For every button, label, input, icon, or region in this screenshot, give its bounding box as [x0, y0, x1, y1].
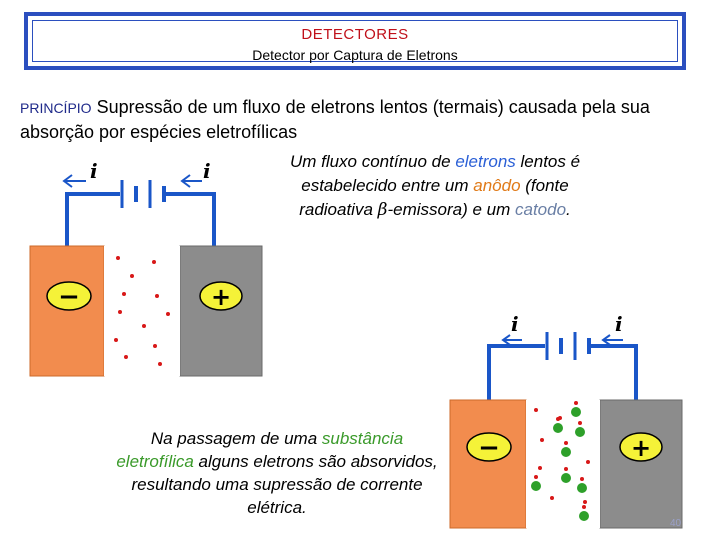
- capture-wire-right: [590, 344, 638, 400]
- desc1-part4: -emissora) e um: [387, 200, 515, 219]
- capture-minus-badge: −: [466, 432, 512, 463]
- principle-body: Supressão de um fluxo de eletrons lentos…: [20, 97, 650, 142]
- capture-gap: [526, 400, 600, 528]
- capture-current-arrow-left: [501, 334, 522, 346]
- molecule: [571, 401, 581, 417]
- principle-text: PRINCÍPIO Supressão de um fluxo de eletr…: [20, 95, 710, 144]
- desc1-part1: Um fluxo contínuo de: [289, 152, 456, 171]
- electron: [153, 344, 157, 348]
- capture-circuit: [487, 332, 638, 400]
- title-box: DETECTORES Detector por Captura de Eletr…: [24, 12, 686, 70]
- page-title: DETECTORES: [301, 26, 409, 43]
- desc1-electrons: eletrons: [455, 152, 516, 171]
- flow-current-arrow-right: [180, 174, 202, 188]
- capture-cathode-plate: [449, 399, 527, 529]
- title-inner-border: [32, 20, 678, 62]
- capture-current-label-left: i: [511, 312, 519, 336]
- anode-plus-badge: +: [199, 281, 243, 311]
- cathode-plate: [29, 245, 105, 377]
- molecule: [561, 441, 571, 457]
- electron: [540, 438, 544, 442]
- flow-circuit: [65, 180, 216, 246]
- electron: [586, 460, 590, 464]
- desc1-part5: .: [566, 200, 571, 219]
- plus-sign: +: [631, 434, 651, 462]
- electron: [550, 496, 554, 500]
- minus-sign: −: [478, 433, 500, 463]
- electron: [538, 466, 542, 470]
- desc2-part1: Na passagem de uma: [150, 429, 322, 448]
- electron: [130, 274, 134, 278]
- desc1-part2: lentos é estabelecido entre um: [301, 152, 581, 195]
- desc1-anode: anôdo: [473, 176, 521, 195]
- electron: [166, 312, 170, 316]
- electron: [114, 338, 118, 342]
- electron: [534, 408, 538, 412]
- flow-current-arrow-left: [62, 174, 86, 188]
- description-suppression: Na passagem de uma substância eletrofíli…: [112, 427, 442, 519]
- page-number: 40: [670, 518, 682, 529]
- desc1-part3: (fonte radioativa: [299, 176, 569, 219]
- molecule: [577, 477, 587, 493]
- desc1-cathode: catodo: [515, 200, 567, 219]
- page-subtitle: Detector por Captura de Eletrons: [252, 47, 458, 63]
- anode-plate: [179, 245, 263, 377]
- molecule: [575, 421, 585, 437]
- description-continuous-flow: Um fluxo contínuo de eletrons lentos é e…: [270, 150, 600, 222]
- molecule: [561, 467, 571, 483]
- flow-current-label-left: i: [90, 159, 98, 183]
- desc2-part2: alguns eletrons são absorvidos, resultan…: [131, 452, 438, 517]
- plus-sign: +: [211, 283, 231, 311]
- molecule: [579, 505, 589, 521]
- electron: [152, 260, 156, 264]
- electron: [583, 500, 587, 504]
- capture-current-label-right: i: [615, 312, 623, 336]
- molecule: [531, 475, 541, 491]
- electron: [142, 324, 146, 328]
- capture-current-arrow-right: [601, 334, 623, 346]
- cathode-minus-badge: −: [46, 281, 92, 312]
- desc1-beta: β: [377, 200, 388, 220]
- electron-particles-capture: [534, 408, 590, 504]
- flow-current-label-right: i: [203, 159, 211, 183]
- capture-plus-badge: +: [619, 432, 663, 462]
- capture-wire-left: [487, 344, 545, 400]
- electron: [122, 292, 126, 296]
- desc2-substance: substância eletrofílica: [116, 429, 404, 471]
- electron: [155, 294, 159, 298]
- principle-label: PRINCÍPIO: [20, 100, 92, 116]
- circuit-wire-left: [65, 192, 120, 246]
- circuit-wire-right: [166, 192, 216, 246]
- electron: [118, 310, 122, 314]
- electrophilic-molecules: [531, 401, 589, 521]
- minus-sign: −: [58, 282, 80, 312]
- electron: [124, 355, 128, 359]
- molecule: [553, 417, 563, 433]
- electron: [116, 256, 120, 260]
- capture-anode-plate: [599, 399, 683, 529]
- flow-gap: [104, 246, 180, 376]
- electron-particles-flow: [114, 256, 170, 366]
- electron: [158, 362, 162, 366]
